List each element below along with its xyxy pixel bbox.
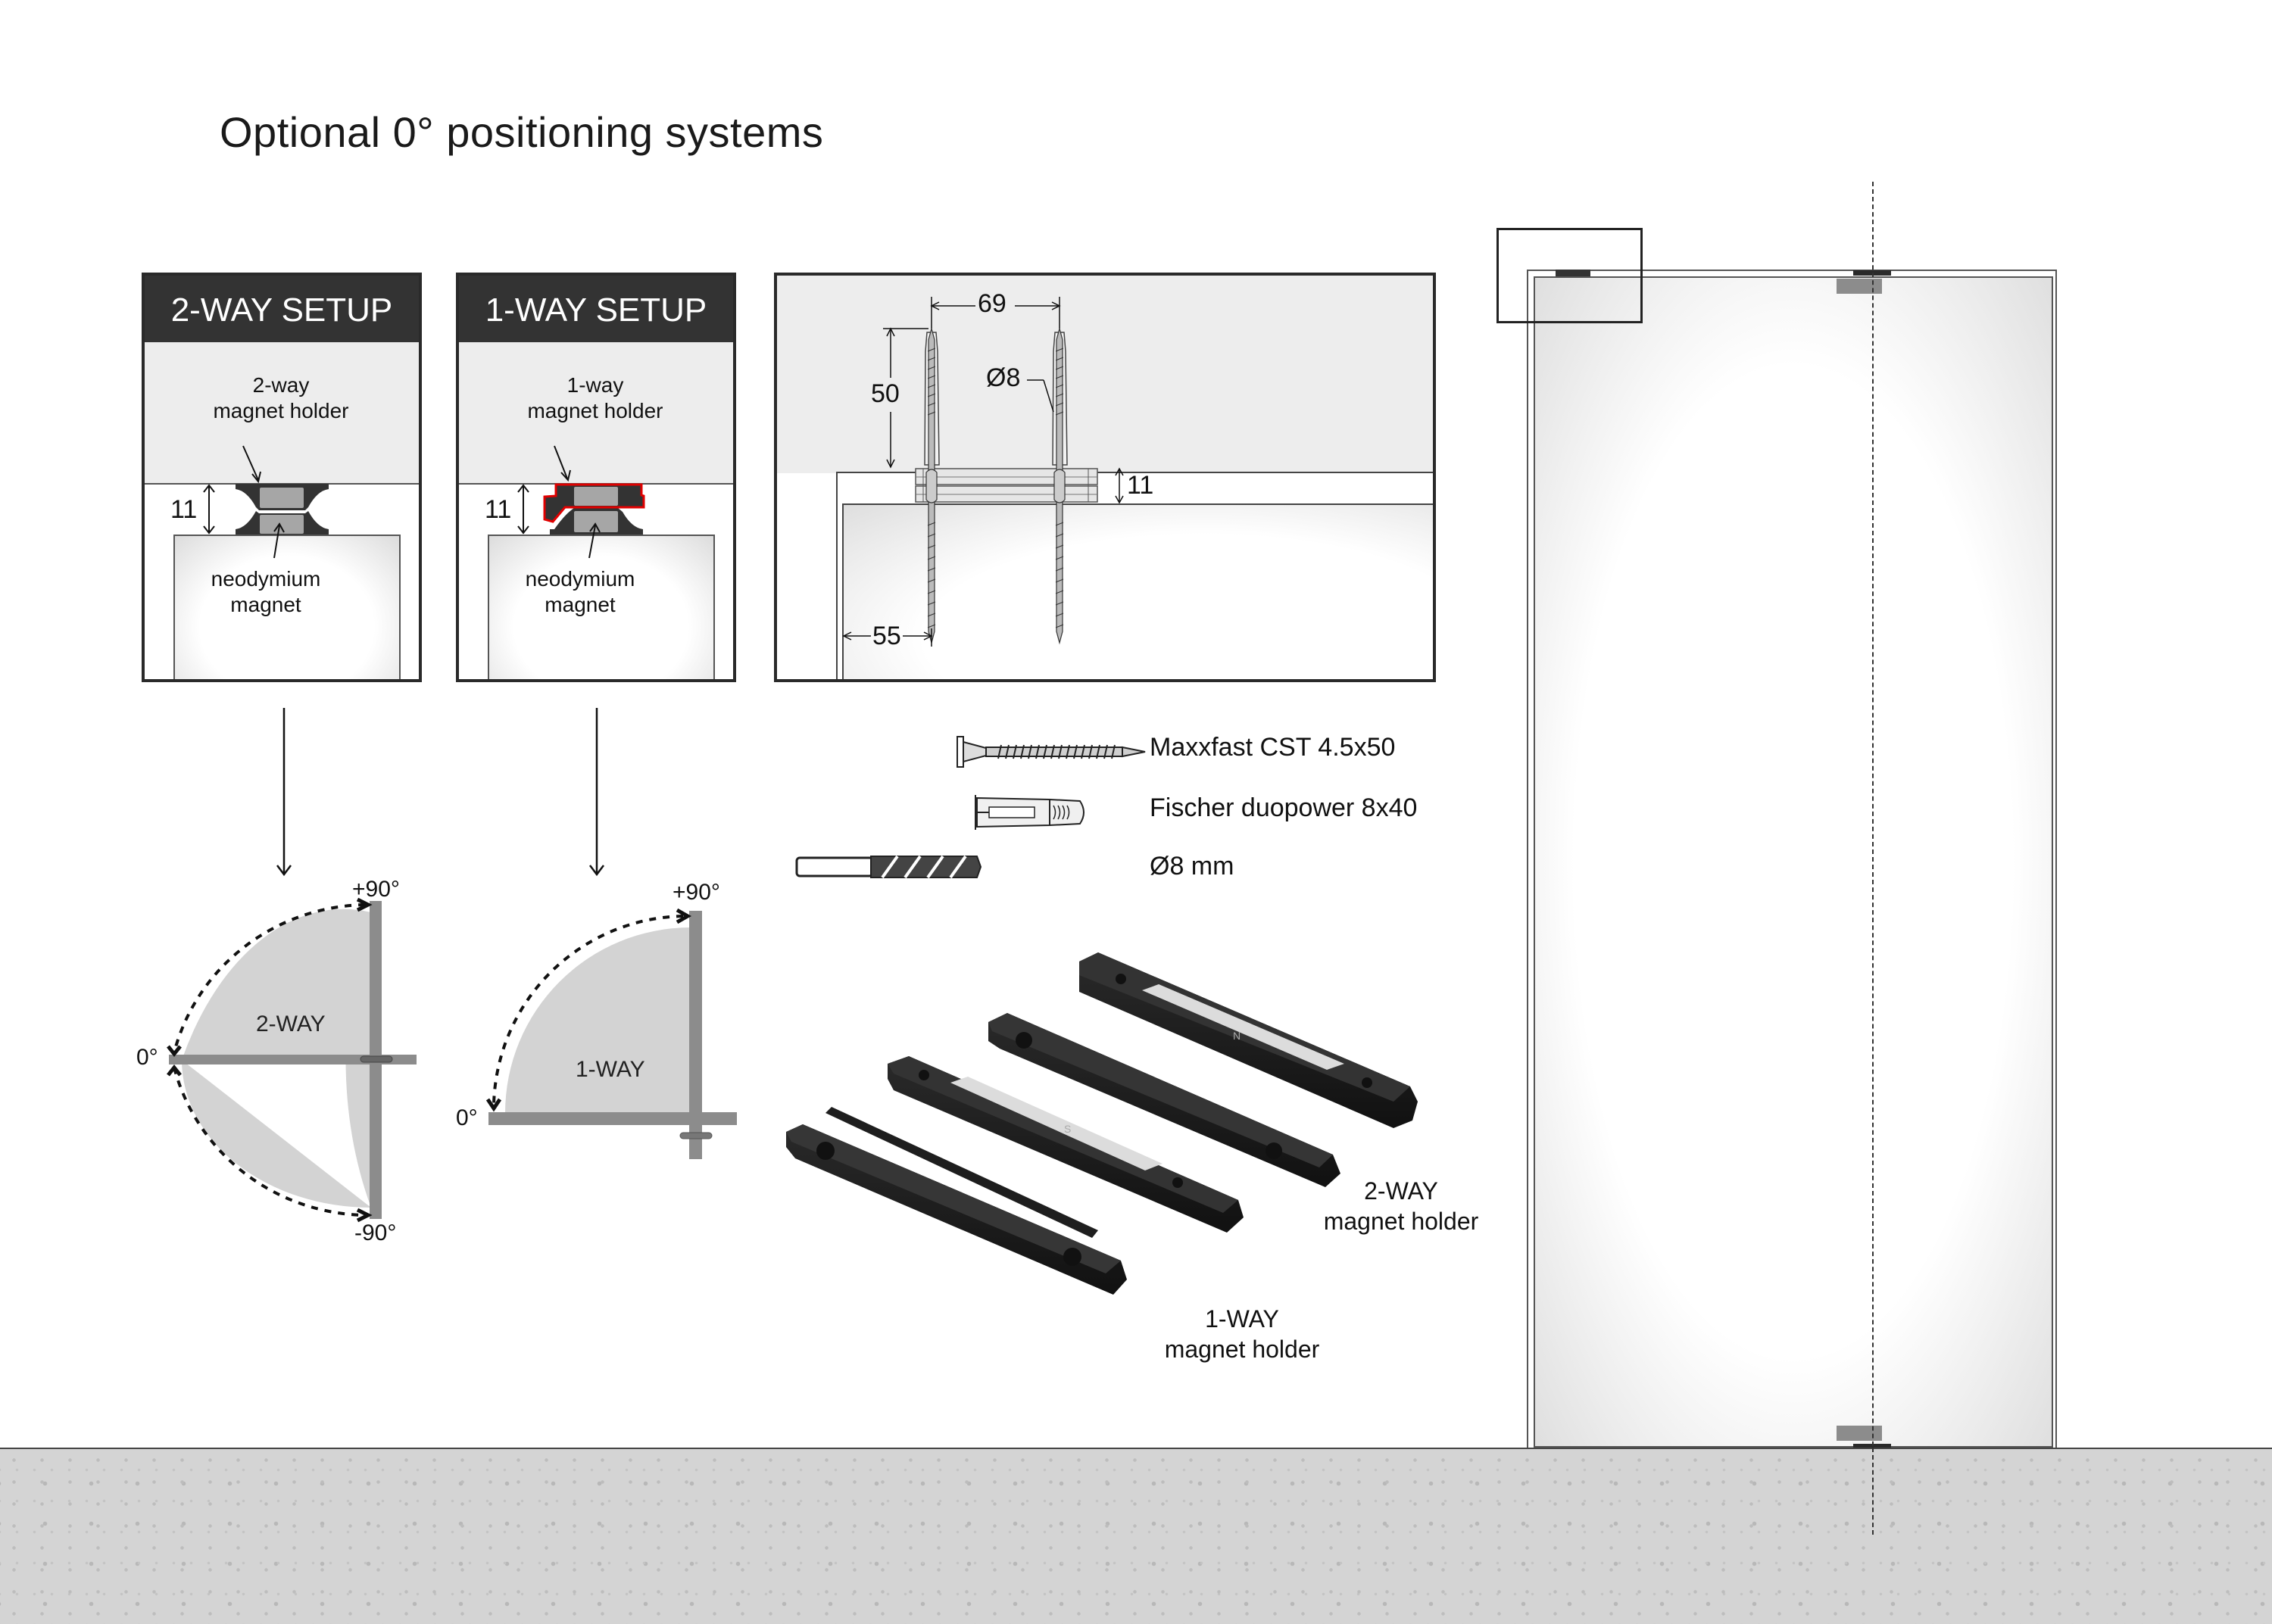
one-way-setup-panel: 1-WAY SETUP 1-way magnet holder neodymiu… xyxy=(456,273,736,682)
arrow-down-icon xyxy=(276,708,292,877)
arrow-down-icon xyxy=(589,708,604,877)
angle-plus-90: +90° xyxy=(352,877,400,902)
door-leaf xyxy=(488,535,715,679)
magnet-holders-product-icon xyxy=(786,952,1418,1295)
two-way-setup-header: 2-WAY SETUP xyxy=(145,276,419,342)
pivot-axis-line xyxy=(1872,182,1874,1545)
two-way-holder-label-line1: 2-WAY xyxy=(1364,1177,1438,1205)
door-elevation xyxy=(1496,182,2083,1545)
one-way-swing-arc-icon xyxy=(485,908,737,1159)
gap-dimension: 11 xyxy=(170,495,198,524)
two-way-swing-diagram: +90° 0° -90° 2-WAY xyxy=(121,863,439,1378)
one-way-holder-label: 1-WAY magnet holder xyxy=(1151,1304,1333,1364)
part-label-wall-plug: Fischer duopower 8x40 xyxy=(1150,793,1418,822)
two-way-holder-label-line2: magnet holder xyxy=(1323,1208,1479,1235)
drill-bit-icon xyxy=(795,855,982,879)
magnet-label: neodymium magnet xyxy=(489,566,671,618)
two-way-setup-panel: 2-WAY SETUP 2-way magnet holder neodymiu… xyxy=(142,273,422,682)
holder-label: 2-way magnet holder xyxy=(190,372,372,424)
screw-icon xyxy=(957,736,1146,768)
door-frame-outline xyxy=(1527,270,2057,1448)
one-way-holder-section-icon xyxy=(517,445,645,559)
wall-section xyxy=(459,342,733,485)
screw-and-plug-section-icon xyxy=(842,297,1124,647)
one-way-holder-label-line2: magnet holder xyxy=(1164,1336,1320,1363)
one-way-setup-header: 1-WAY SETUP xyxy=(459,276,733,342)
bottom-pivot-hinge xyxy=(1837,1426,1882,1441)
depth-dimension: 50 xyxy=(871,379,900,408)
door-leaf xyxy=(842,503,1433,679)
swing-label: 1-WAY xyxy=(576,1057,645,1082)
detail-callout-box xyxy=(1496,228,1643,323)
two-way-holder-section-icon xyxy=(203,445,329,559)
edge-offset-dimension: 55 xyxy=(872,622,901,650)
magnet-label-line2: magnet xyxy=(545,593,616,616)
two-way-swing-arc-icon xyxy=(167,897,417,1223)
top-pivot-hinge xyxy=(1837,279,1882,294)
magnet-holder-render: N S 2-WAY magnet holder 1-WAY magnet hol… xyxy=(780,946,1507,1386)
angle-minus-90: -90° xyxy=(354,1220,397,1245)
parts-list: Maxxfast CST 4.5x50 Fischer duopower 8x4… xyxy=(788,719,1469,886)
pole-label-s: S xyxy=(1064,1123,1072,1135)
angle-zero: 0° xyxy=(136,1045,158,1070)
angle-zero: 0° xyxy=(456,1105,478,1130)
magnet-label-line2: magnet xyxy=(230,593,301,616)
part-label-drill-bit: Ø8 mm xyxy=(1150,852,1234,881)
door-leaf xyxy=(173,535,401,679)
wall-section xyxy=(145,342,419,485)
two-way-holder-label: 2-WAY magnet holder xyxy=(1310,1176,1492,1236)
one-way-holder-label-line1: 1-WAY xyxy=(1205,1305,1279,1333)
swing-label: 2-WAY xyxy=(256,1011,326,1036)
floor xyxy=(0,1448,2272,1624)
wall-section xyxy=(777,276,1433,473)
pole-label-n: N xyxy=(1233,1030,1241,1042)
holder-label: 1-way magnet holder xyxy=(504,372,686,424)
wall-plug-icon xyxy=(975,795,1085,830)
angle-plus-90: +90° xyxy=(673,880,720,905)
holder-label-line1: 2-way xyxy=(252,373,310,397)
gap-dimension: 11 xyxy=(485,495,512,524)
part-label-screw: Maxxfast CST 4.5x50 xyxy=(1150,733,1396,762)
one-way-swing-diagram: +90° 0° 1-WAY xyxy=(447,863,750,1166)
holder-label-line2: magnet holder xyxy=(527,399,663,422)
spacing-dimension: 69 xyxy=(978,289,1006,318)
door-glass-panel xyxy=(1534,276,2053,1448)
holder-label-line2: magnet holder xyxy=(213,399,349,422)
magnet-label-line1: neodymium xyxy=(211,567,321,591)
thickness-dimension: 11 xyxy=(1127,471,1154,500)
magnet-label-line1: neodymium xyxy=(525,567,635,591)
pivot-axis-line-floor xyxy=(1872,1448,1874,1535)
page-title: Optional 0° positioning systems xyxy=(220,108,824,156)
top-magnet-holder xyxy=(1556,270,1590,276)
mounting-detail-panel: 69 50 Ø8 11 55 xyxy=(774,273,1436,682)
magnet-label: neodymium magnet xyxy=(175,566,357,618)
diameter-dimension: Ø8 xyxy=(986,363,1021,392)
holder-label-line1: 1-way xyxy=(566,373,624,397)
